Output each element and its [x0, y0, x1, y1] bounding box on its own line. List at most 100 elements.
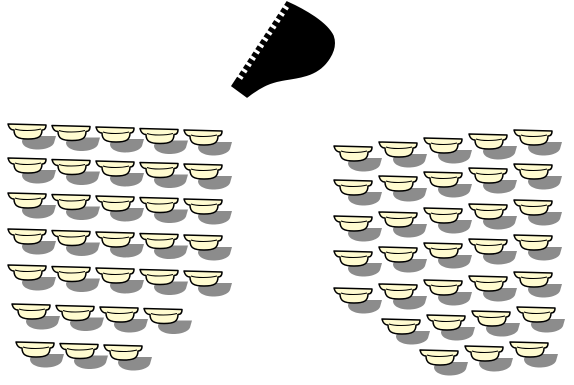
chair-seat: [139, 232, 179, 250]
chair-backrest: [475, 243, 503, 246]
chair-seat: [95, 267, 135, 284]
chair-seat: [513, 271, 553, 288]
chair-icon: [139, 161, 188, 189]
chair-backrest: [66, 348, 94, 351]
chair-backrest: [520, 168, 548, 171]
chair-icon: [51, 124, 100, 152]
chair-backrest: [388, 323, 416, 326]
chair-backrest: [520, 239, 548, 242]
chair-seat: [333, 179, 373, 196]
chair-seat: [513, 163, 553, 180]
piano-key: [278, 11, 285, 17]
chair-icon: [381, 318, 430, 345]
chair-icon: [99, 306, 148, 333]
chair-icon: [333, 179, 382, 206]
chair-icon: [7, 123, 56, 150]
chair-icon: [139, 268, 188, 296]
chair-seat: [139, 161, 179, 179]
chair-seat: [378, 246, 418, 263]
chair-backrest: [110, 349, 138, 352]
chair-icon: [95, 160, 144, 187]
chair-backrest: [340, 292, 368, 295]
chair-icon: [11, 303, 60, 330]
chair-backrest: [471, 350, 499, 353]
chair-icon: [513, 234, 562, 261]
chair-icon: [7, 228, 56, 255]
chair-icon: [509, 341, 558, 368]
chair-icon: [333, 250, 382, 277]
chair-backrest: [190, 134, 218, 137]
piano-key: [261, 36, 269, 43]
chair-seat: [7, 192, 47, 209]
chair-seat: [471, 310, 511, 327]
chair-backrest: [190, 275, 218, 278]
chair-icon: [333, 215, 382, 242]
chair-icon: [516, 306, 565, 333]
chair-backrest: [14, 128, 42, 131]
chair-backrest: [18, 308, 46, 311]
piano-key: [245, 61, 252, 68]
chair-icon: [333, 287, 382, 314]
chair-backrest: [430, 176, 458, 179]
chair-icon: [513, 199, 562, 226]
chair-icon: [7, 157, 56, 184]
chair-backrest: [146, 202, 174, 205]
chair-backrest: [385, 288, 413, 291]
chair-backrest: [475, 172, 503, 175]
chair-seat: [7, 264, 47, 281]
chair-icon: [51, 193, 100, 221]
chair-backrest: [102, 200, 130, 203]
chair-icon: [378, 246, 427, 273]
chair-backrest: [475, 280, 503, 283]
chair-backrest: [340, 184, 368, 187]
right-seating-section: [333, 129, 565, 376]
chair-seat: [419, 349, 459, 366]
chair-backrest: [146, 167, 174, 170]
chair-icon: [143, 307, 192, 335]
chair-seat: [95, 231, 135, 248]
chair-icon: [423, 171, 472, 198]
chair-seat: [51, 158, 91, 176]
chair-backrest: [430, 212, 458, 215]
chair-seat: [139, 127, 179, 145]
chair-seat: [183, 234, 223, 251]
chair-seat: [333, 287, 373, 304]
chair-icon: [378, 211, 427, 238]
chair-backrest: [520, 204, 548, 207]
chair-icon: [468, 275, 517, 302]
chair-backrest: [58, 271, 86, 274]
chair-backrest: [14, 162, 42, 165]
chair-seat: [423, 137, 463, 154]
chair-backrest: [430, 284, 458, 287]
chair-icon: [378, 283, 427, 310]
chair-backrest: [58, 130, 86, 133]
chair-icon: [468, 203, 517, 230]
chair-seat: [333, 215, 373, 232]
chair-icon: [95, 267, 144, 294]
chair-backrest: [385, 180, 413, 183]
chair-seat: [423, 207, 463, 224]
chair-icon: [468, 133, 517, 160]
chair-backrest: [340, 255, 368, 258]
chair-icon: [513, 163, 562, 190]
chair-seat: [378, 211, 418, 228]
chair-icon: [95, 126, 144, 153]
chair-icon: [183, 234, 232, 261]
chair-backrest: [433, 319, 461, 322]
chair-backrest: [102, 131, 130, 134]
chair-icon: [423, 242, 472, 269]
chair-seat: [464, 345, 504, 362]
piano-key: [269, 23, 277, 30]
chair-seat: [51, 193, 91, 211]
chair-seat: [423, 171, 463, 188]
chair-backrest: [520, 276, 548, 279]
chair-seat: [378, 283, 418, 300]
chair-icon: [55, 304, 104, 332]
chair-seat: [139, 268, 179, 286]
chair-icon: [423, 279, 472, 306]
chair-backrest: [430, 247, 458, 250]
chair-backrest: [22, 346, 50, 349]
chair-backrest: [478, 315, 506, 318]
chair-seat: [59, 342, 99, 360]
